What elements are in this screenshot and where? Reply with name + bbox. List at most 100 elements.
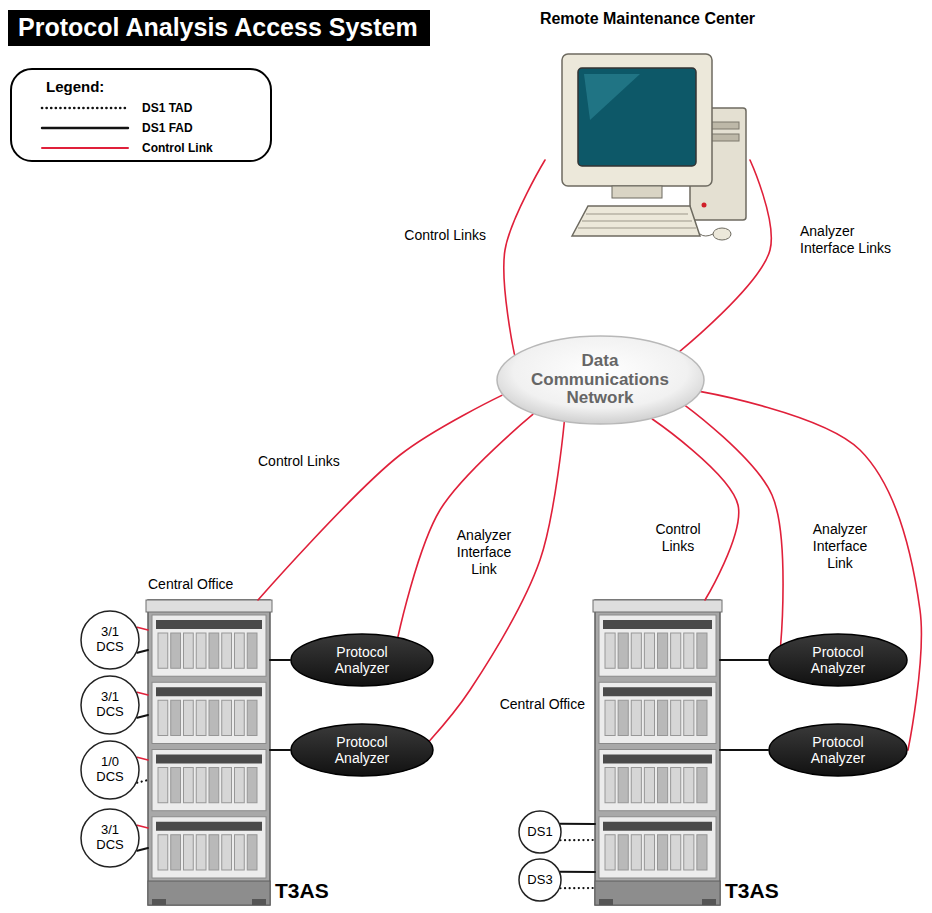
card-slot — [158, 633, 168, 668]
node-label: Protocol Analyzer — [322, 734, 402, 766]
rack-foot — [702, 899, 716, 905]
fad-link — [720, 749, 768, 751]
control-link — [701, 392, 921, 750]
analyzer-oval: Protocol Analyzer — [768, 633, 908, 687]
node-label: 3/1 DCS — [93, 690, 127, 720]
shelf-bar — [156, 822, 262, 831]
card-slot — [631, 700, 641, 735]
card-slot — [631, 633, 641, 668]
link-label: Analyzer Interface Link — [800, 520, 880, 572]
card-slot — [247, 633, 257, 668]
control-link — [137, 692, 148, 695]
legend-line — [42, 127, 128, 129]
node-label: Remote Maintenance Center — [540, 10, 755, 28]
fad-link — [137, 715, 148, 718]
card-slot — [171, 633, 181, 668]
equipment-rack: Central OfficeT3AS — [595, 600, 720, 905]
card-slot — [158, 835, 168, 870]
card-slot — [671, 633, 681, 668]
node-label: 3/1 DCS — [93, 823, 127, 853]
fad-link — [270, 659, 290, 661]
mouse-cord — [700, 234, 713, 236]
card-slot — [235, 768, 245, 803]
rack-shelf — [599, 750, 716, 811]
keyboard-keys — [578, 214, 696, 228]
card-slot — [631, 835, 641, 870]
card-slot — [644, 633, 654, 668]
card-slot — [684, 835, 694, 870]
rack-frame — [595, 600, 720, 905]
node-sublabel: T3AS — [725, 879, 779, 903]
control-link — [430, 422, 565, 740]
legend-text: Control Link — [142, 141, 213, 155]
fad-link — [270, 749, 290, 751]
card-slot — [644, 835, 654, 870]
node-label: Central Office — [500, 696, 585, 712]
legend-sample — [40, 103, 130, 113]
fad-link — [560, 823, 595, 825]
card-slot — [684, 700, 694, 735]
card-slot — [196, 633, 206, 668]
card-slot — [631, 768, 641, 803]
card-slot — [196, 700, 206, 735]
fad-link — [137, 848, 148, 851]
rack-shelf — [599, 682, 716, 743]
rack-cabinet — [146, 600, 272, 905]
rack-base — [148, 881, 270, 905]
monitor-case — [562, 54, 712, 186]
rack-frame — [148, 600, 270, 905]
card-slot — [184, 700, 194, 735]
shelf-bar — [156, 755, 262, 764]
card-slot — [235, 835, 245, 870]
monitor-stand — [612, 186, 662, 198]
tad-link — [137, 780, 148, 783]
link-label: Control Links — [256, 452, 360, 471]
node-label: 3/1 DCS — [93, 625, 127, 655]
rack-shelf — [152, 682, 266, 743]
card-slot — [184, 835, 194, 870]
fad-link — [137, 650, 148, 653]
card-slot — [158, 768, 168, 803]
node-label: Central Office — [148, 576, 233, 592]
card-slot — [184, 633, 194, 668]
card-slot — [697, 700, 707, 735]
card-slot — [671, 835, 681, 870]
power-light — [702, 203, 707, 208]
card-slot — [658, 768, 668, 803]
circle-outline — [519, 811, 561, 853]
rack-shelf — [152, 817, 266, 878]
ellipse-outline — [769, 634, 907, 686]
card-slot — [697, 835, 707, 870]
node-sublabel: T3AS — [275, 879, 329, 903]
rack-foot — [599, 899, 613, 905]
shelf-bar — [603, 687, 712, 696]
card-slot — [697, 768, 707, 803]
control-link — [652, 419, 738, 600]
analyzer-oval: Protocol Analyzer — [290, 633, 434, 687]
shelf-bar — [156, 687, 262, 696]
screen-glare — [584, 74, 640, 120]
card-slot — [644, 768, 654, 803]
tad-link — [560, 887, 595, 889]
control-link — [398, 414, 533, 636]
card-slot — [697, 633, 707, 668]
dcs-circle: 3/1 DCS — [80, 675, 140, 735]
legend-text: DS1 TAD — [142, 101, 192, 115]
rack-shelf — [599, 615, 716, 676]
card-slot — [247, 835, 257, 870]
circle-outline — [81, 676, 139, 734]
card-slot — [605, 835, 615, 870]
card-slot — [235, 633, 245, 668]
node-label: Data Communications Network — [525, 352, 675, 408]
card-slot — [209, 768, 219, 803]
link-label: Control Links — [646, 520, 710, 556]
circle-outline — [81, 611, 139, 669]
control-link — [680, 160, 771, 351]
diagram-title: Protocol Analysis Access System — [8, 10, 430, 46]
card-slot — [658, 835, 668, 870]
control-link — [137, 757, 148, 760]
card-slot — [235, 700, 245, 735]
ellipse-outline — [769, 724, 907, 776]
card-slot — [222, 700, 232, 735]
card-slot — [247, 768, 257, 803]
